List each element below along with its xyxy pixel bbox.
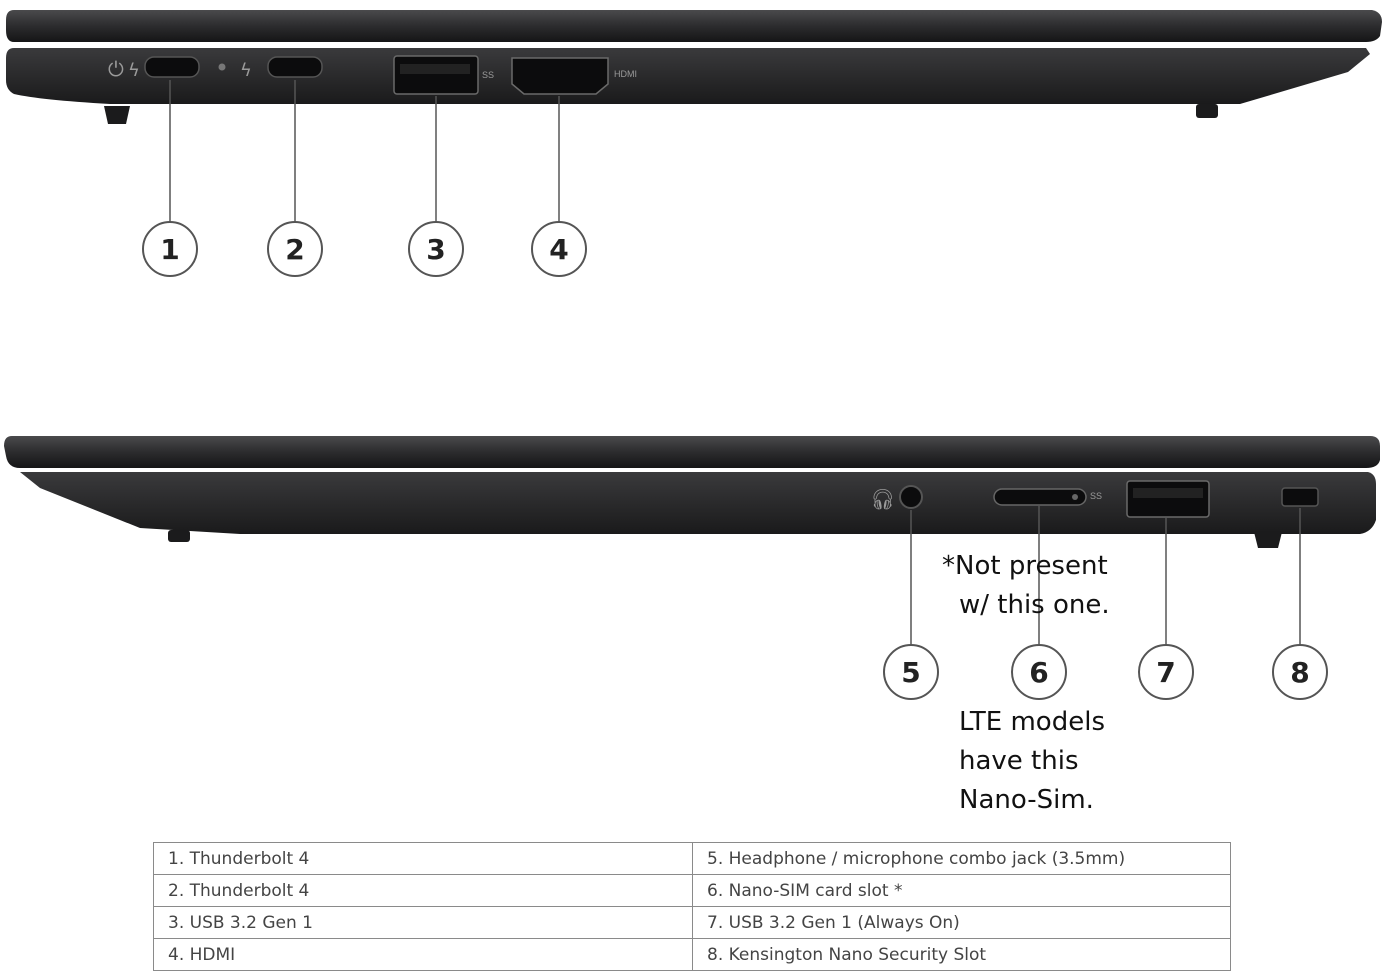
kensington-slot [1281,487,1319,507]
top-leader-lines [169,80,560,222]
usb-a-port-always-on [1126,480,1210,518]
callout-3: 3 [426,233,445,266]
laptop-left-side-view: ⏻ ϟ ϟ SS HDMI [6,10,1382,124]
note-line: have this [959,746,1079,776]
ss-usb-label: SS [1090,491,1102,501]
note-line: w/ this one. [959,590,1110,620]
thunderbolt-port-1 [144,56,200,78]
ss-usb-label: SS [482,70,494,80]
foot-left [168,530,190,542]
note-line: Nano-Sim. [959,785,1094,815]
port-legend-table: 1. Thunderbolt 4 5. Headphone / micropho… [153,842,1231,971]
table-row: 3. USB 3.2 Gen 1 7. USB 3.2 Gen 1 (Alway… [153,906,1231,939]
callout-5: 5 [901,656,920,689]
table-cell: 8. Kensington Nano Security Slot [692,938,1231,971]
callout-7: 7 [1156,656,1175,689]
bottom-leader-lines [910,506,1301,645]
power-icon: ⏻ [108,57,124,81]
table-cell: 6. Nano-SIM card slot * [692,874,1231,907]
not-present-note: *Not present w/ this one. [942,547,1110,625]
thunderbolt-icon: ϟ [128,60,140,81]
thunderbolt-icon: ϟ [240,60,252,81]
table-cell: 2. Thunderbolt 4 [153,874,693,907]
callout-4: 4 [549,233,568,266]
usb-a-port [393,55,479,95]
callout-6: 6 [1029,656,1048,689]
note-line: LTE models [959,707,1105,737]
table-cell: 1. Thunderbolt 4 [153,842,693,875]
callout-2: 2 [285,233,304,266]
table-cell: 5. Headphone / microphone combo jack (3.… [692,842,1231,875]
top-callouts: 1 2 3 4 [142,221,587,277]
foot-left [104,106,130,124]
table-cell: 7. USB 3.2 Gen 1 (Always On) [692,906,1231,939]
hdmi-port [511,57,609,95]
table-row: 2. Thunderbolt 4 6. Nano-SIM card slot * [153,874,1231,907]
callout-8: 8 [1290,656,1309,689]
table-cell: 3. USB 3.2 Gen 1 [153,906,693,939]
thunderbolt-port-2 [267,56,323,78]
base [20,472,1376,534]
status-led [218,63,226,71]
table-row: 1. Thunderbolt 4 5. Headphone / micropho… [153,842,1231,875]
audio-jack [899,485,923,509]
table-row: 4. HDMI 8. Kensington Nano Security Slot [153,938,1231,971]
foot-right [1254,532,1282,548]
bottom-callouts: 5 6 7 8 [883,644,1328,700]
laptop-right-side-view: 🎧︎ SS [4,436,1380,548]
hdmi-label: HDMI [614,69,637,79]
lte-note: LTE models have this Nano-Sim. [959,703,1105,820]
headphone-icon: 🎧︎ [870,487,895,511]
base [6,48,1370,104]
callout-1: 1 [160,233,179,266]
nano-sim-slot [993,488,1087,506]
table-cell: 4. HDMI [153,938,693,971]
lid [6,10,1382,42]
foot-right [1196,104,1218,118]
note-line: *Not present [942,551,1108,581]
lid [4,436,1380,468]
